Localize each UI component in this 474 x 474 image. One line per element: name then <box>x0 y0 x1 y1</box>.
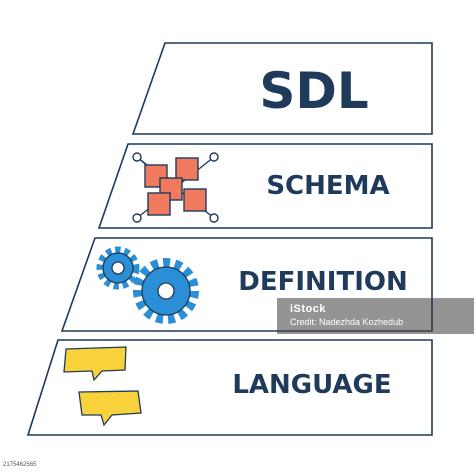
gears-icon <box>96 246 199 324</box>
tier-language: LANGUAGE <box>26 339 433 436</box>
small-gear-icon <box>96 246 140 290</box>
watermark-logo: iStock <box>290 303 327 315</box>
stock-id: 2175462565 <box>3 462 37 468</box>
tier-sdl-label: SDL <box>259 62 368 120</box>
watermark-credit: Credit: Nadezhda Kozhedub <box>290 317 404 327</box>
watermark-bar <box>277 298 474 334</box>
tier-schema-label: SCHEMA <box>266 171 389 201</box>
schema-network-icon <box>132 152 219 223</box>
speech-bubbles-icon <box>63 346 142 427</box>
tier-language-label: LANGUAGE <box>232 370 391 400</box>
tier-definition-label: DEFINITION <box>238 267 407 297</box>
tier-sdl: SDL <box>131 42 433 135</box>
tier-schema: SCHEMA <box>97 143 433 229</box>
large-gear-icon <box>133 258 199 324</box>
